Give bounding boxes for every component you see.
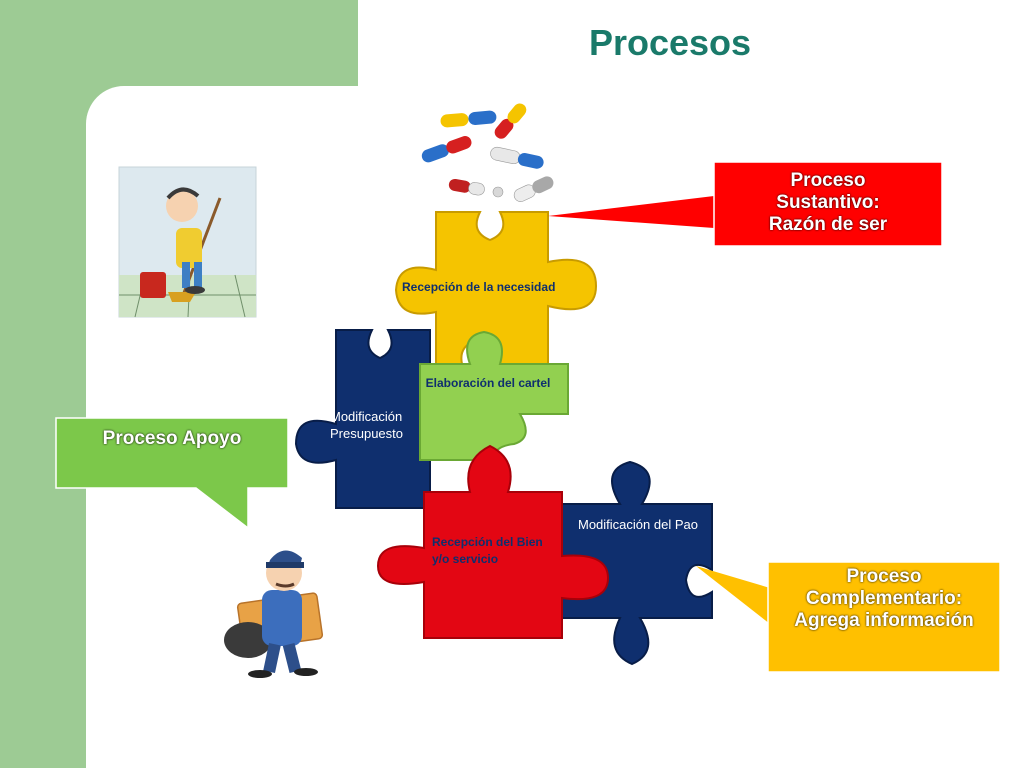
piece-green: [419, 330, 569, 461]
label-recepcion-bien: Recepción del Bien y/o servicio: [432, 535, 543, 566]
label-modificacion-presupuesto: Modificación Presupuesto: [330, 409, 403, 441]
page-title: Procesos: [588, 22, 752, 63]
callout-complementario-box: [767, 561, 1001, 673]
callout-pointer-sustantivo: [548, 196, 714, 228]
callout-pointer-complementario: [696, 566, 770, 624]
piece-red: [376, 444, 610, 639]
callout-apoyo-box: [55, 417, 289, 530]
label-elaboracion-cartel: Elaboración del cartel: [425, 376, 551, 390]
label-recepcion-necesidad: Recepción de la necesidad: [402, 280, 556, 294]
mail-carrier-icon: [224, 550, 324, 678]
piece-yellow: [394, 211, 598, 365]
piece-navy-right: [559, 460, 713, 666]
callout-sustantivo-text: Proceso Sustantivo: Razón de ser: [768, 170, 888, 235]
header-area: [358, 0, 1024, 100]
callout-complementario-text: Proceso Complementario: Agrega informaci…: [794, 566, 974, 631]
callout-apoyo-text: Proceso Apoyo: [102, 428, 242, 449]
callout-sustantivo-box: [713, 161, 943, 247]
janitor-icon: [118, 166, 257, 318]
label-modificacion-pao: Modificación del Pao: [578, 517, 698, 532]
pills-icon: [421, 103, 554, 202]
